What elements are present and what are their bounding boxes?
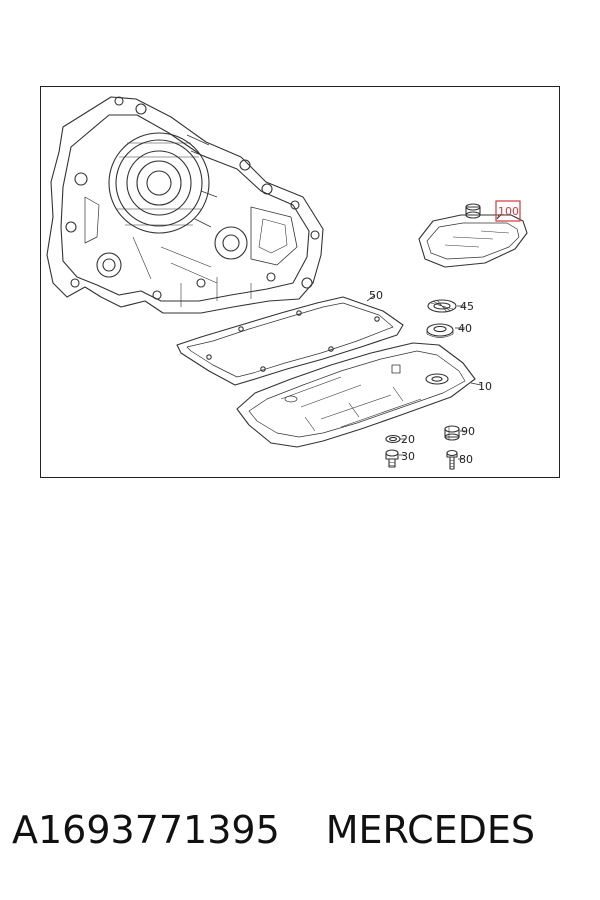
callout-30[interactable]: 30: [401, 450, 415, 463]
part-50-gasket: [176, 296, 404, 386]
parts-diagram: 100 50 45 40 10 90 20 30 80: [40, 86, 560, 478]
leader-lines: [366, 214, 502, 460]
part-number: A1693771395: [12, 808, 280, 852]
part-40-washer: [426, 323, 454, 338]
transmission-housing: [46, 96, 324, 314]
callout-90[interactable]: 90: [461, 425, 475, 438]
part-20-seal: [385, 434, 401, 444]
callout-100-highlight-box: [495, 200, 521, 222]
callout-45[interactable]: 45: [460, 300, 474, 313]
callout-50[interactable]: 50: [369, 289, 383, 302]
callout-20[interactable]: 20: [401, 433, 415, 446]
callout-80[interactable]: 80: [459, 453, 473, 466]
part-45-seal-ring: [427, 299, 457, 313]
part-30-drain-plug: [385, 449, 399, 468]
part-90-bolt: [444, 425, 460, 441]
part-100-filter: [418, 203, 528, 268]
product-caption: A1693771395 MERCEDES: [12, 800, 592, 860]
callout-100[interactable]: 100: [498, 205, 519, 218]
exploded-view-drawing: 100 50 45 40 10 90 20 30 80: [46, 96, 528, 470]
part-10-oil-pan: [236, 342, 476, 448]
callout-40[interactable]: 40: [458, 322, 472, 335]
brand-name: MERCEDES: [325, 808, 536, 852]
part-80-screw: [446, 449, 458, 470]
callout-10[interactable]: 10: [478, 380, 492, 393]
